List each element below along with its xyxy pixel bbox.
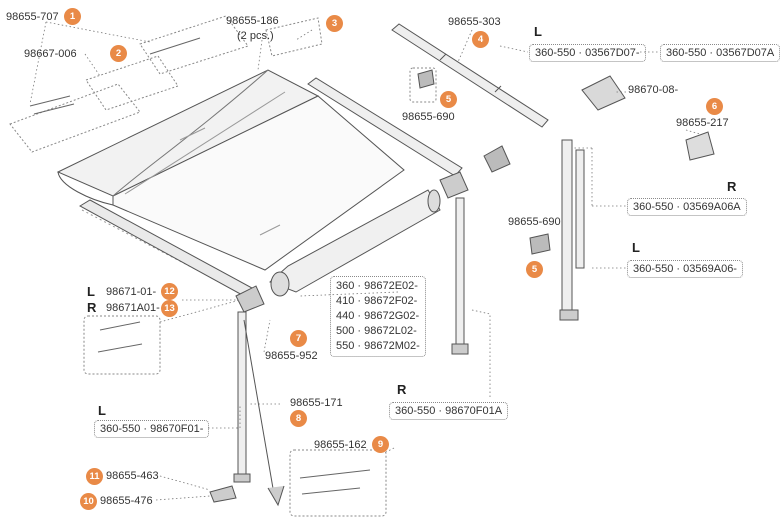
- front-bar: [391, 23, 549, 128]
- kit-box-9: [289, 449, 387, 517]
- part-code-10: 98655-476: [100, 495, 153, 507]
- callout-badge-7: 7: [290, 330, 307, 347]
- right-arm-inner: [575, 149, 585, 269]
- part-code-1: 98655-707: [6, 11, 59, 23]
- part-code-5b: 98655-690: [508, 216, 561, 228]
- left-leg: [237, 311, 247, 479]
- part-code-4: 98655-303: [448, 16, 501, 28]
- variant-leg-left: 360-550 · 98670F01-: [94, 420, 210, 438]
- side-label-arm-left: L: [632, 240, 640, 255]
- roller-size-row: 550 · 98672M02-: [336, 340, 420, 352]
- roller-size-row: 440 · 98672G02-: [336, 310, 420, 322]
- variant-front-bar-right: 360-550 · 03567D07A: [660, 44, 780, 62]
- kit-box-1b: [139, 15, 249, 75]
- part-code-motor: 98670-08-: [628, 84, 679, 96]
- part-code-9: 98655-162: [314, 439, 367, 451]
- part-code-13: 98671A01-: [106, 302, 160, 314]
- callout-badge-12: 12: [161, 283, 178, 300]
- side-label-front-bar: L: [534, 24, 542, 39]
- callout-badge-2: 2: [110, 45, 127, 62]
- variant-arm-right: 360-550 · 03569A06A: [627, 198, 747, 216]
- kit-box-1: [9, 83, 141, 153]
- end-cap-lower: [235, 285, 265, 313]
- kit-box-12: [83, 315, 161, 375]
- roller-size-table: 360 · 98672E02- 410 · 98672F02- 440 · 98…: [330, 276, 426, 357]
- callout-badge-5a: 5: [440, 91, 457, 108]
- upper-tube: [307, 77, 463, 177]
- callout-badge-1: 1: [64, 8, 81, 25]
- roller-size-row: 500 · 98672L02-: [336, 325, 417, 337]
- variant-leg-right: 360-550 · 98670F01A: [389, 402, 509, 420]
- part-code-12: 98671-01-: [106, 286, 157, 298]
- part-note-3: (2 pcs.): [237, 30, 274, 42]
- callout-badge-6: 6: [706, 98, 723, 115]
- tie-down-rod: [243, 319, 276, 501]
- right-leg: [455, 197, 465, 353]
- part-code-7: 98655-952: [265, 350, 318, 362]
- callout-badge-11: 11: [86, 468, 103, 485]
- kit-box-5a: [409, 67, 437, 103]
- side-label-12: L: [87, 284, 95, 299]
- motor-small: [483, 145, 511, 173]
- part-code-6: 98655-217: [676, 117, 729, 129]
- side-label-leg-left: L: [98, 403, 106, 418]
- part-code-2: 98667-006: [24, 48, 77, 60]
- roller-size-row: 410 · 98672F02-: [336, 295, 418, 307]
- right-arm: [561, 139, 573, 317]
- part-code-8: 98655-171: [290, 397, 343, 409]
- part-code-5a: 98655-690: [402, 111, 455, 123]
- variant-arm-left: 360-550 · 03569A06-: [627, 260, 743, 278]
- callout-badge-10: 10: [80, 493, 97, 510]
- part-code-3: 98655-186: [226, 15, 279, 27]
- callout-badge-4: 4: [472, 31, 489, 48]
- callout-badge-5b: 5: [526, 261, 543, 278]
- callout-badge-9: 9: [372, 436, 389, 453]
- side-label-13: R: [87, 300, 97, 315]
- variant-front-bar-left: 360-550 · 03567D07-: [529, 44, 646, 62]
- callout-badge-8: 8: [290, 410, 307, 427]
- roller-size-row: 360 · 98672E02-: [336, 280, 418, 292]
- side-label-leg-right: R: [397, 382, 407, 397]
- callout-badge-13: 13: [161, 300, 178, 317]
- end-cap-upper: [439, 171, 469, 199]
- part-code-11: 98655-463: [106, 470, 159, 482]
- callout-badge-3: 3: [326, 15, 343, 32]
- motor-unit: [581, 75, 626, 111]
- side-label-arm-right: R: [727, 179, 737, 194]
- awning-fabric-front: [112, 95, 405, 271]
